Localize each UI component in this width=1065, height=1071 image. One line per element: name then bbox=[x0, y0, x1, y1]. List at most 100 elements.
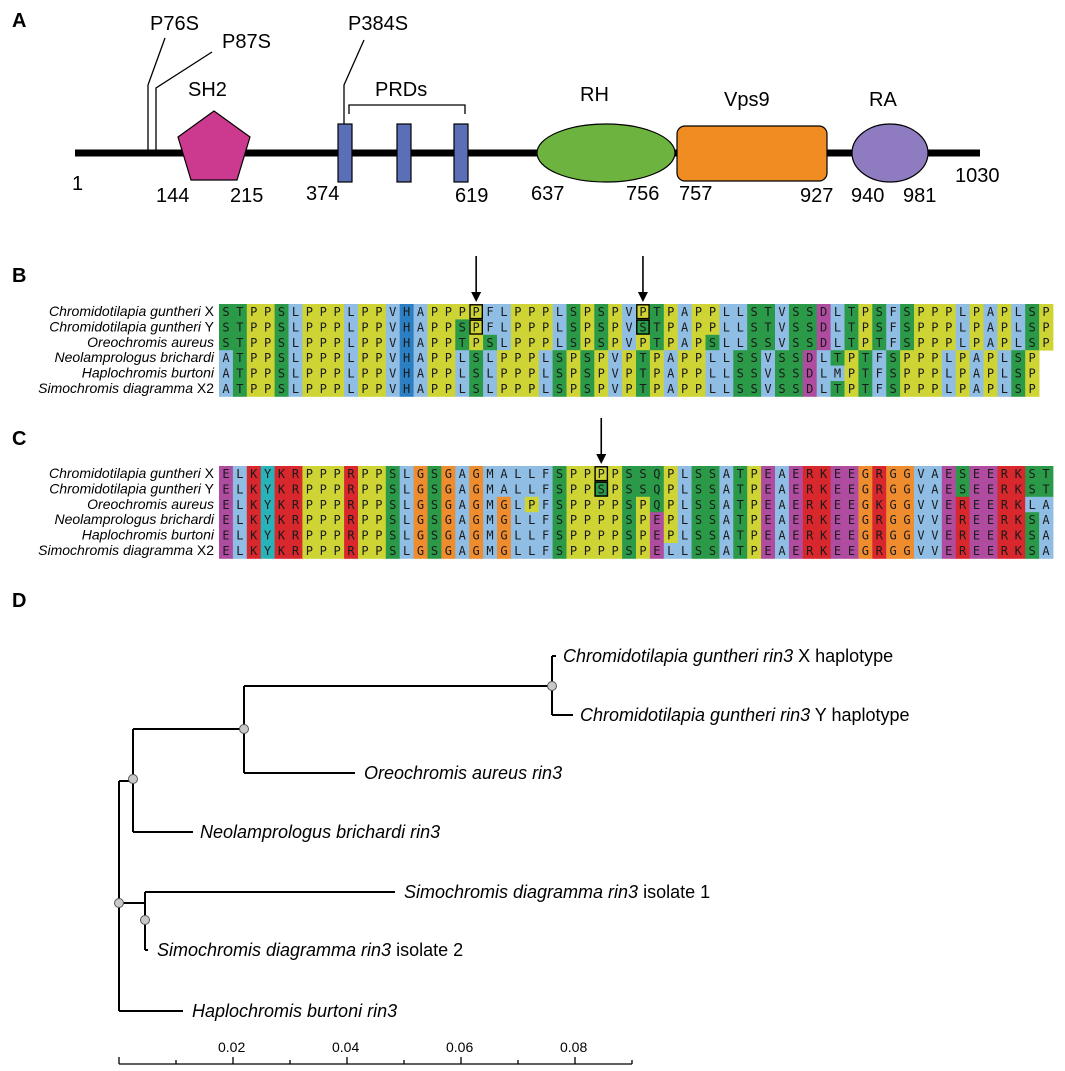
residue-letter: A bbox=[778, 529, 786, 543]
residue-letter: T bbox=[764, 305, 771, 319]
residue-letter: P bbox=[987, 367, 994, 381]
residue-letter: P bbox=[375, 305, 382, 319]
residue-cell bbox=[649, 466, 665, 482]
residue-letter: E bbox=[792, 467, 799, 481]
residue-letter: L bbox=[681, 467, 688, 481]
residue-letter: K bbox=[820, 529, 828, 543]
residue-cell bbox=[427, 304, 442, 320]
node-chromidotilapia bbox=[547, 681, 557, 691]
residue-cell bbox=[705, 481, 720, 498]
residue-letter: P bbox=[598, 529, 605, 543]
residue-letter: T bbox=[653, 320, 660, 334]
residue-cell bbox=[302, 304, 317, 320]
residue-cell bbox=[636, 481, 651, 498]
residue-letter: P bbox=[334, 498, 341, 512]
residue-cell bbox=[705, 512, 720, 528]
residue-letter: P bbox=[306, 513, 313, 527]
residue-cell bbox=[858, 512, 873, 528]
residue-cell bbox=[914, 481, 929, 498]
residue-letter: G bbox=[445, 513, 452, 527]
residue-letter: P bbox=[959, 351, 966, 365]
residue-letter: P bbox=[361, 498, 368, 512]
residue-letter: E bbox=[973, 513, 980, 527]
residue-cell bbox=[719, 304, 734, 320]
residue-cell bbox=[969, 481, 984, 498]
residue-letter: E bbox=[987, 467, 994, 481]
residue-cell bbox=[1025, 304, 1040, 320]
residue-cell bbox=[622, 466, 637, 482]
residue-letter: T bbox=[639, 382, 646, 396]
residue-letter: T bbox=[459, 336, 466, 350]
residue-letter: P bbox=[431, 382, 438, 396]
residue-cell bbox=[358, 543, 373, 559]
residue-letter: S bbox=[792, 367, 799, 381]
residue-letter: L bbox=[403, 513, 410, 527]
residue-cell bbox=[663, 304, 679, 320]
residue-cell bbox=[775, 319, 790, 336]
residue-cell bbox=[649, 527, 665, 544]
residue-cell bbox=[566, 512, 581, 528]
residue-cell bbox=[316, 365, 331, 382]
ra-label: RA bbox=[869, 89, 897, 111]
residue-letter: S bbox=[903, 336, 910, 350]
residue-cell bbox=[427, 466, 442, 482]
residue-cell bbox=[747, 543, 762, 559]
residue-cell bbox=[441, 481, 456, 498]
residue-cell bbox=[997, 496, 1012, 513]
residue-cell bbox=[844, 543, 859, 559]
residue-cell bbox=[497, 481, 512, 498]
residue-letter: A bbox=[973, 367, 981, 381]
residue-letter: P bbox=[625, 351, 632, 365]
residue-letter: M bbox=[486, 498, 493, 512]
residue-cell bbox=[358, 319, 373, 336]
residue-cell bbox=[497, 512, 512, 528]
residue-cell bbox=[705, 365, 720, 382]
residue-letter: P bbox=[709, 320, 716, 334]
residue-letter: P bbox=[612, 320, 619, 334]
residue-cell bbox=[705, 304, 720, 320]
residue-letter: R bbox=[876, 529, 884, 543]
residue-cell bbox=[455, 496, 470, 513]
residue-letter: P bbox=[903, 351, 910, 365]
residue-letter: F bbox=[542, 544, 549, 558]
residue-cell bbox=[441, 496, 456, 513]
residue-letter: S bbox=[459, 320, 466, 334]
residue-letter: E bbox=[987, 482, 994, 496]
residue-letter: P bbox=[570, 498, 577, 512]
residue-letter: A bbox=[931, 467, 939, 481]
residue-letter: L bbox=[292, 382, 299, 396]
residue-cell bbox=[219, 334, 234, 351]
residue-letter: R bbox=[959, 498, 967, 512]
residue-letter: P bbox=[584, 529, 591, 543]
residue-cell bbox=[1025, 334, 1040, 351]
residue-cell bbox=[483, 365, 498, 382]
residue-cell bbox=[483, 381, 498, 397]
residue-cell bbox=[872, 466, 887, 482]
residue-letter: P bbox=[612, 467, 619, 481]
residue-cell bbox=[344, 512, 359, 528]
residue-cell bbox=[733, 481, 748, 498]
residue-letter: S bbox=[639, 482, 646, 496]
residue-cell bbox=[941, 350, 957, 366]
residue-letter: P bbox=[528, 498, 535, 512]
residue-letter: G bbox=[903, 482, 910, 496]
residue-letter: R bbox=[292, 513, 300, 527]
residue-cell bbox=[330, 365, 345, 382]
residue-letter: P bbox=[361, 351, 368, 365]
residue-cell bbox=[497, 319, 512, 336]
residue-cell bbox=[510, 319, 526, 336]
residue-letter: L bbox=[709, 351, 716, 365]
residue-cell bbox=[649, 350, 665, 366]
residue-letter: P bbox=[320, 544, 327, 558]
residue-letter: L bbox=[459, 351, 466, 365]
residue-cell bbox=[566, 319, 581, 336]
residue-cell bbox=[761, 496, 776, 513]
residue-letter: P bbox=[917, 367, 924, 381]
residue-cell bbox=[566, 527, 581, 544]
prd-bracket bbox=[348, 104, 466, 114]
residue-cell bbox=[622, 543, 637, 559]
residue-cell bbox=[497, 334, 512, 351]
residue-cell bbox=[385, 543, 401, 559]
residue-cell bbox=[260, 527, 275, 544]
